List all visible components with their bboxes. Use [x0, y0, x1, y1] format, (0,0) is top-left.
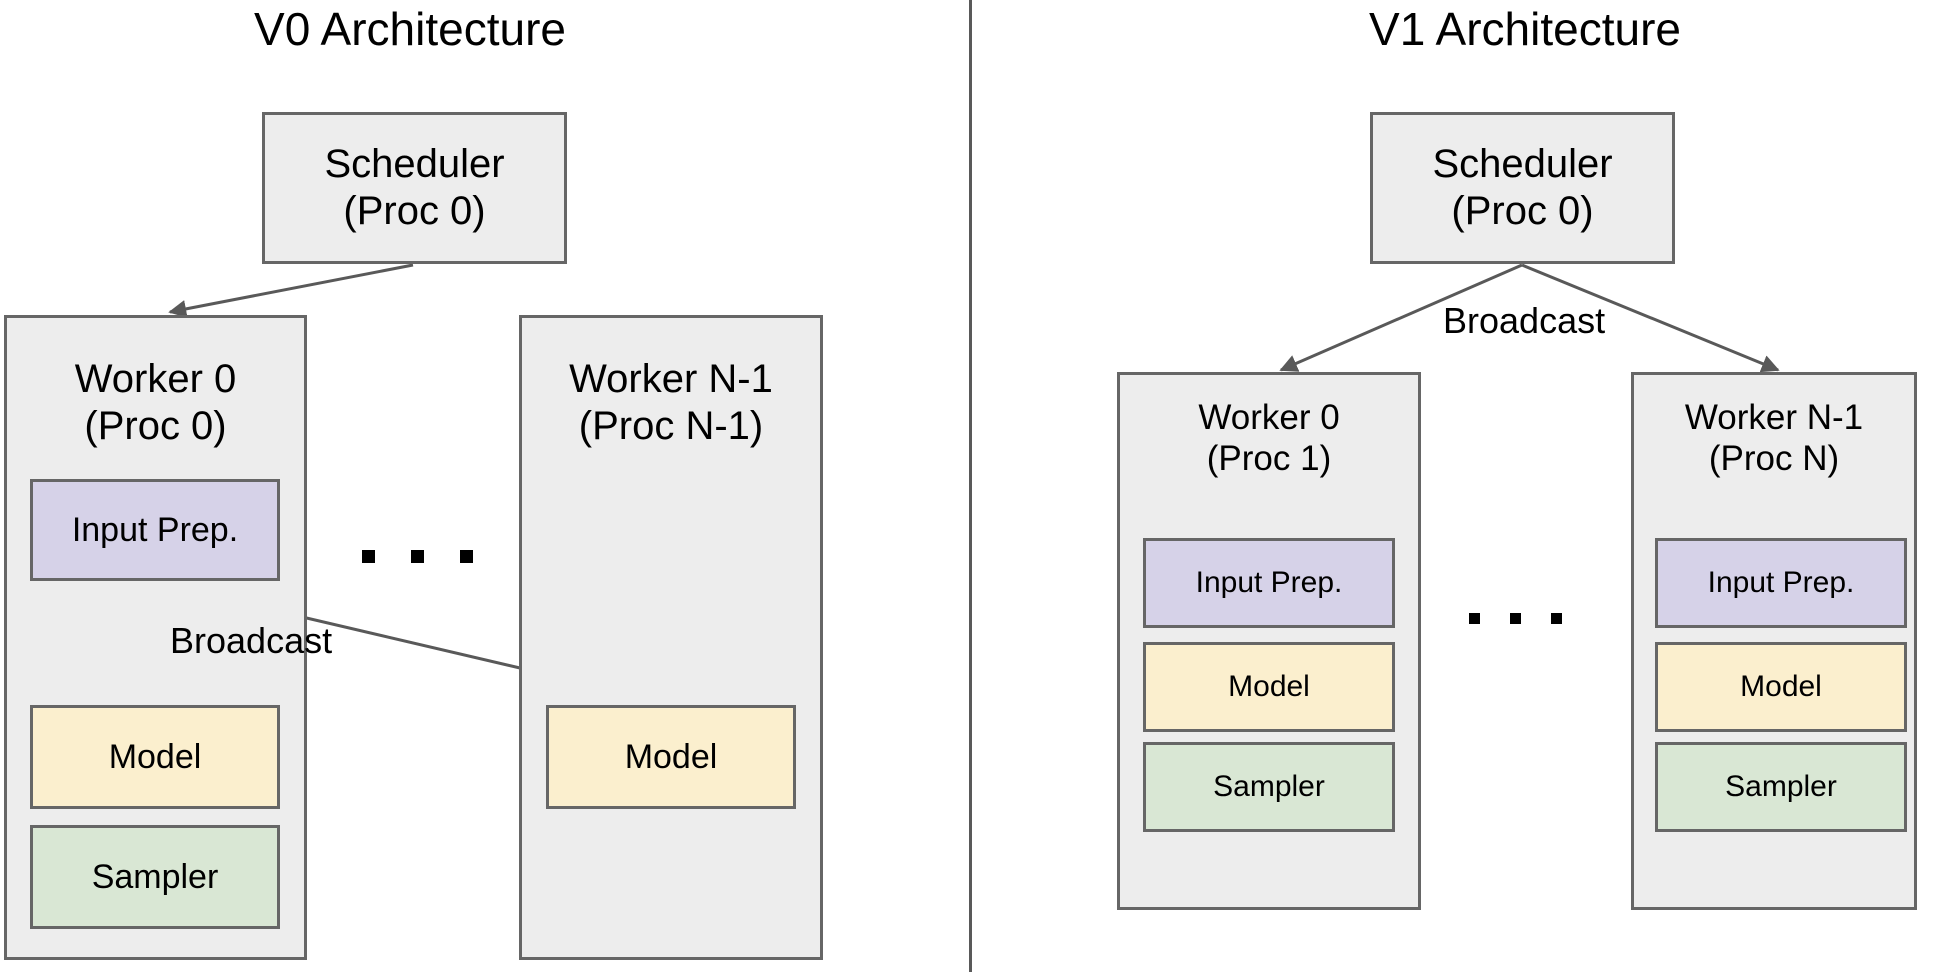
v0-worker-n-1-header: Worker N-1 (Proc N-1): [522, 356, 820, 450]
ellipsis-dot: [362, 550, 375, 563]
v1-worker-n-1-input-prep-box[interactable]: Input Prep.: [1655, 538, 1907, 628]
v1-worker-0-input-prep-box[interactable]: Input Prep.: [1143, 538, 1395, 628]
v1-worker-0-sampler-box[interactable]: Sampler: [1143, 742, 1395, 832]
ellipsis-dot: [1551, 613, 1562, 624]
v0-worker-n-1-model-label: Model: [624, 737, 718, 776]
v0-scheduler-box[interactable]: Scheduler (Proc 0): [262, 112, 567, 264]
ellipsis-dot: [1469, 613, 1480, 624]
panel-divider: [969, 0, 972, 972]
v0-broadcast-label: Broadcast: [170, 620, 333, 661]
v0-scheduler-title: Scheduler: [324, 141, 505, 186]
v1-worker-n-1-model-label: Model: [1740, 670, 1822, 704]
v0-worker-0-header: Worker 0 (Proc 0): [7, 356, 304, 450]
v0-worker-0-input-prep-label: Input Prep.: [71, 510, 239, 549]
v1-worker-n-1-proc: (Proc N): [1708, 439, 1840, 479]
v1-worker-n-1-input-prep-label: Input Prep.: [1707, 566, 1855, 600]
v1-scheduler-box[interactable]: Scheduler (Proc 0): [1370, 112, 1675, 264]
v0-worker-0-proc: (Proc 0): [84, 404, 227, 449]
v0-worker-0-sampler-label: Sampler: [91, 857, 219, 896]
v1-worker-0-sampler-label: Sampler: [1213, 770, 1325, 804]
v1-panel-title: V1 Architecture: [1369, 3, 1681, 55]
v1-ellipsis: [1469, 613, 1562, 624]
v1-worker-0-model-label: Model: [1228, 670, 1310, 704]
v1-worker-n-1-model-box[interactable]: Model: [1655, 642, 1907, 732]
v0-worker-0-model-label: Model: [108, 737, 202, 776]
ellipsis-dot: [411, 550, 424, 563]
v1-worker-0-input-prep-label: Input Prep.: [1195, 566, 1343, 600]
v0-worker-0-title: Worker 0: [74, 357, 237, 401]
v1-worker-0-header: Worker 0 (Proc 1): [1120, 397, 1418, 480]
v1-worker-0-proc: (Proc 1): [1206, 439, 1332, 479]
v1-worker-n-1-title: Worker N-1: [1684, 398, 1864, 437]
v1-scheduler-proc: (Proc 0): [1451, 189, 1594, 233]
ellipsis-dot: [1510, 613, 1521, 624]
v1-broadcast-label: Broadcast: [1443, 300, 1606, 341]
v0-panel-title: V0 Architecture: [254, 3, 566, 55]
v0-ellipsis: [362, 550, 473, 563]
v1-worker-0-model-box[interactable]: Model: [1143, 642, 1395, 732]
v1-worker-0-title: Worker 0: [1198, 398, 1340, 437]
v0-worker-n-1-title: Worker N-1: [569, 357, 773, 401]
v1-worker-n-1-sampler-label: Sampler: [1725, 770, 1837, 804]
v1-worker-n-1-sampler-box[interactable]: Sampler: [1655, 742, 1907, 832]
v0-scheduler-proc: (Proc 0): [343, 189, 486, 233]
v0-worker-0-input-prep-box[interactable]: Input Prep.: [30, 479, 280, 581]
v0-worker-n-1-model-box[interactable]: Model: [546, 705, 796, 809]
v0-worker-0-model-box[interactable]: Model: [30, 705, 280, 809]
v1-worker-n-1-header: Worker N-1 (Proc N): [1634, 397, 1914, 480]
v1-scheduler-title: Scheduler: [1432, 141, 1613, 186]
v0-worker-n-1-proc: (Proc N-1): [578, 404, 764, 449]
v0-worker-0-sampler-box[interactable]: Sampler: [30, 825, 280, 929]
ellipsis-dot: [460, 550, 473, 563]
v0-arrow-scheduler-to-worker0: [168, 263, 414, 318]
v0-worker-n-1-container[interactable]: Worker N-1 (Proc N-1): [519, 315, 823, 960]
